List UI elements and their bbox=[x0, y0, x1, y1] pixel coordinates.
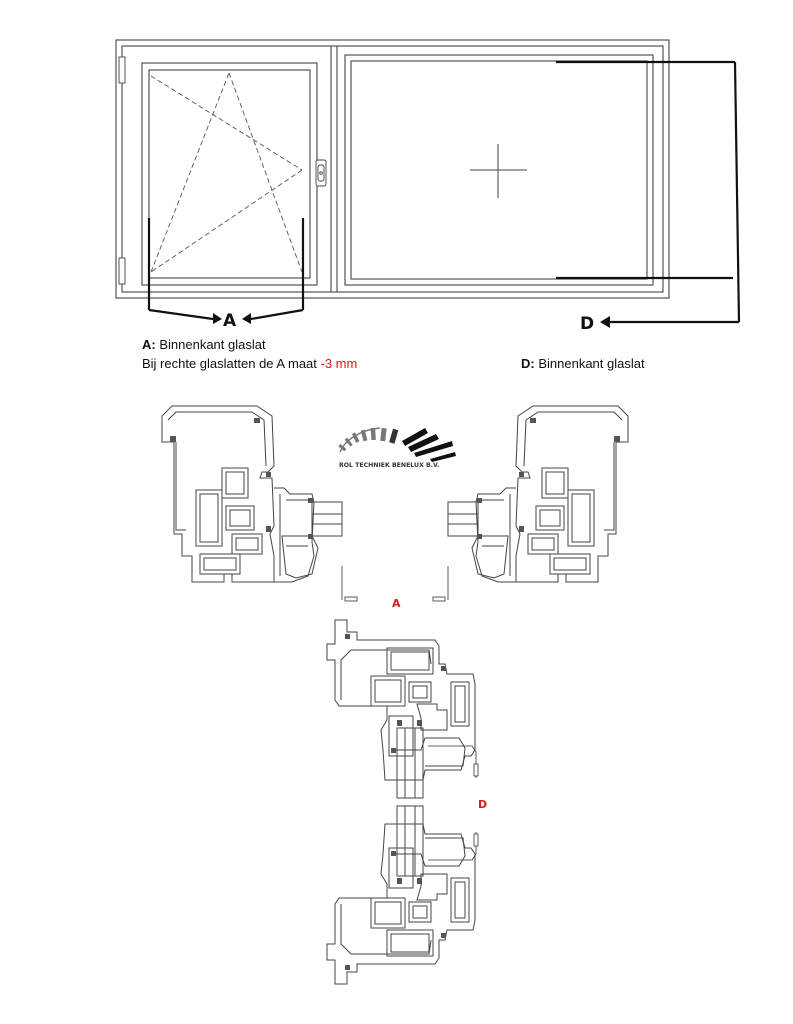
window-handle bbox=[315, 159, 327, 187]
legend-a-key: A: bbox=[142, 337, 156, 352]
section-d-dimension bbox=[428, 745, 479, 861]
hinge-bottom bbox=[118, 257, 126, 285]
section-a-right-profile bbox=[447, 405, 629, 583]
legend-a-note-value: -3 mm bbox=[320, 356, 358, 371]
hinge-top bbox=[118, 56, 126, 84]
outer-frame bbox=[115, 39, 670, 299]
label-a: A bbox=[223, 311, 237, 330]
legend-d-text: Binnenkant glaslat bbox=[538, 356, 645, 371]
dimension-a bbox=[147, 218, 305, 321]
section-label-d: D bbox=[478, 798, 487, 811]
fixed-cross bbox=[470, 144, 527, 198]
legend-d: D: Binnenkant glaslat bbox=[521, 356, 645, 371]
legend-a-note-text: Bij rechte glaslatten de A maat bbox=[142, 356, 317, 371]
legend-a-text: Binnenkant glaslat bbox=[159, 337, 266, 352]
section-label-a: A bbox=[392, 597, 401, 610]
legend-a: A: Binnenkant glaslat bbox=[142, 337, 266, 352]
company-logo: ROL TECHNIEK BENELUX B.V. bbox=[338, 427, 456, 469]
section-d-bottom-profile bbox=[326, 805, 476, 985]
section-d-top-profile bbox=[326, 619, 476, 799]
window-elevation: A D bbox=[115, 39, 741, 330]
section-a-dimension bbox=[341, 566, 449, 602]
dimension-d bbox=[556, 60, 741, 324]
logo-text: ROL TECHNIEK BENELUX B.V. bbox=[339, 462, 439, 469]
section-a-left-profile bbox=[161, 405, 343, 583]
inner-frame bbox=[121, 45, 664, 293]
tilt-turn-lines bbox=[150, 72, 303, 273]
left-sash bbox=[141, 62, 318, 286]
label-d: D bbox=[580, 314, 594, 330]
legend-a-note: Bij rechte glaslatten de A maat -3 mm bbox=[142, 356, 357, 371]
legend-d-key: D: bbox=[521, 356, 535, 371]
fixed-pane bbox=[344, 54, 654, 286]
